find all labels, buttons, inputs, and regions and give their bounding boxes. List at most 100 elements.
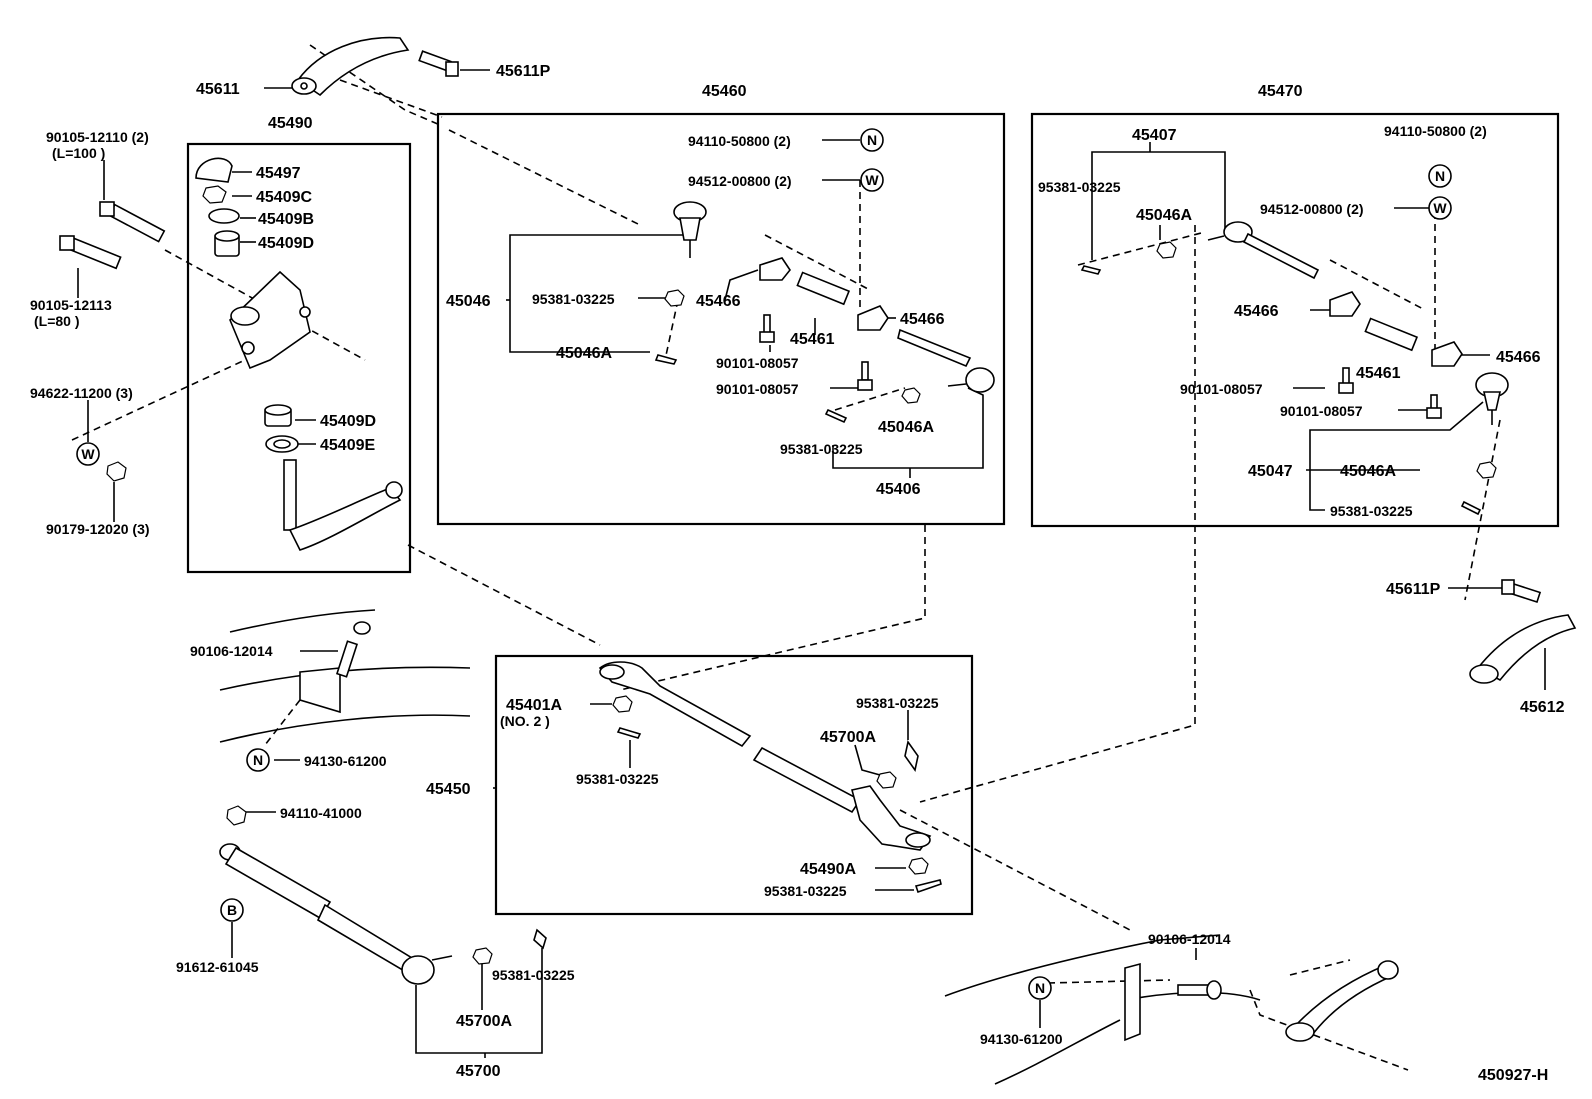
svg-text:B: B (227, 902, 237, 918)
cotter-pin-95381-b (824, 408, 848, 424)
label-94512-00800-b: 94512-00800 (2) (1260, 201, 1364, 217)
label-90101-08057-c: 90101-08057 (1180, 381, 1263, 397)
label-45611p-top: 45611P (496, 63, 551, 80)
label-45046a-c: 45046A (1136, 207, 1192, 224)
label-94130-61200-b: 94130-61200 (980, 1031, 1063, 1047)
idler-arm-bracket (229, 270, 311, 370)
label-90105-12110: 90105-12110 (2) (46, 129, 149, 145)
cotter-pin-95381-c (1080, 265, 1102, 275)
label-45047: 45047 (1248, 463, 1293, 480)
dust-cover-45497 (195, 157, 233, 183)
bushing-45409d-top (214, 230, 240, 257)
washer-45409b (208, 208, 240, 224)
cotter-pin-95381-f (904, 740, 919, 772)
tie-rod-end-45407 (1207, 221, 1320, 280)
cotter-pin-95381-g (914, 879, 942, 894)
clamp-45466-d (1431, 341, 1463, 367)
label-45046a-d: 45046A (1340, 463, 1396, 480)
idler-arm (283, 459, 403, 551)
bolt-90101-08057-d (1426, 394, 1442, 419)
label-45700a-a: 45700A (820, 729, 876, 746)
label-45611p-right: 45611P (1386, 581, 1441, 598)
label-45461-a: 45461 (790, 331, 835, 348)
bolt-90105-12113 (59, 235, 122, 270)
label-95381-03225-h: 95381-03225 (492, 967, 575, 983)
label-45490: 45490 (268, 115, 313, 132)
label-45466-b: 45466 (900, 311, 945, 328)
label-94622-11200: 94622-11200 (3) (30, 385, 133, 401)
label-95381-03225-g: 95381-03225 (764, 883, 847, 899)
label-90101-08057-b: 90101-08057 (716, 381, 799, 397)
label-90101-08057-d: 90101-08057 (1280, 403, 1363, 419)
assembly-dashed-lines (71, 44, 1501, 1071)
nut-symbol-94130-b: N (1028, 976, 1052, 1000)
nut-90179-12020 (106, 461, 127, 482)
label-90106-12014-b: 90106-12014 (1148, 931, 1231, 947)
label-45466-d: 45466 (1496, 349, 1541, 366)
bolt-90106-12014-b (1177, 980, 1222, 1000)
group-box-45460 (436, 112, 1006, 526)
cotter-pin-95381-e (616, 727, 642, 739)
pitman-arm-45612 (1469, 614, 1577, 684)
pitman-arm-45611 (291, 36, 410, 97)
label-45409d-top: 45409D (258, 235, 314, 252)
bolt-90101-08057-b (857, 361, 873, 391)
label-45461-b: 45461 (1356, 365, 1401, 382)
label-90105-12113-length: (L=80 ) (34, 313, 80, 329)
leader-lines (77, 69, 1546, 1058)
nut-45700a-a (876, 771, 897, 789)
label-95381-03225-c: 95381-03225 (1038, 179, 1121, 195)
diagram-code: 450927-H (1478, 1067, 1548, 1084)
label-91612-61045: 91612-61045 (176, 959, 259, 975)
tie-rod-end-45406 (897, 328, 995, 393)
label-94110-50800-b: 94110-50800 (2) (1384, 123, 1487, 139)
label-45700a-b: 45700A (456, 1013, 512, 1030)
group-box-45470 (1030, 112, 1560, 528)
nut-45700a-b (472, 947, 493, 965)
bushing-45409e (265, 435, 299, 453)
label-45700: 45700 (456, 1063, 501, 1080)
bolt-45611p-top (418, 50, 459, 77)
nut-symbol-94110-b: N (1428, 164, 1452, 188)
ball-joint-45046 (673, 201, 707, 258)
label-45409b: 45409B (258, 211, 314, 228)
clamp-45466-a (759, 257, 791, 281)
washer-symbol-94512-b: W (1428, 196, 1452, 220)
svg-text:W: W (1433, 200, 1447, 216)
label-45466-c: 45466 (1234, 303, 1279, 320)
label-94110-50800-a: 94110-50800 (2) (688, 133, 791, 149)
svg-text:N: N (1435, 168, 1445, 184)
label-45611: 45611 (196, 81, 240, 98)
label-45409d-bottom: 45409D (320, 413, 376, 430)
label-45450: 45450 (426, 781, 471, 798)
label-45612: 45612 (1520, 699, 1565, 716)
label-95381-03225-b: 95381-03225 (780, 441, 863, 457)
damper-45700 (219, 805, 453, 985)
sleeve-45461-b (1364, 317, 1419, 352)
nut-symbol-94130-a: N (246, 748, 270, 772)
nut-45401a (612, 695, 633, 713)
label-95381-03225-a: 95381-03225 (532, 291, 615, 307)
nut-45046a-a (664, 289, 685, 307)
group-box-45490 (186, 142, 412, 574)
label-45490a: 45490A (800, 861, 856, 878)
label-45409c: 45409C (256, 189, 312, 206)
bolt-45611p-right (1501, 579, 1542, 604)
frame-rail-right (944, 934, 1261, 1085)
label-95381-03225-e: 95381-03225 (576, 771, 659, 787)
label-95381-03225-d: 95381-03225 (1330, 503, 1413, 519)
svg-text:N: N (253, 752, 263, 768)
label-90105-12110-length: (L=100 ) (52, 145, 105, 161)
label-94512-00800-a: 94512-00800 (2) (688, 173, 792, 189)
clamp-45466-c (1329, 291, 1361, 317)
nut-symbol-94110-a: N (860, 128, 884, 152)
label-45401a-note: (NO. 2 ) (500, 713, 550, 729)
bolt-90105-12110 (99, 201, 166, 243)
svg-text:N: N (867, 132, 877, 148)
label-45407: 45407 (1132, 127, 1177, 144)
nut-45409c (202, 185, 227, 204)
label-45046a-b: 45046A (878, 419, 934, 436)
label-45401a: 45401A (506, 697, 562, 714)
clamp-45466-b (857, 305, 889, 331)
label-45460: 45460 (702, 83, 747, 100)
